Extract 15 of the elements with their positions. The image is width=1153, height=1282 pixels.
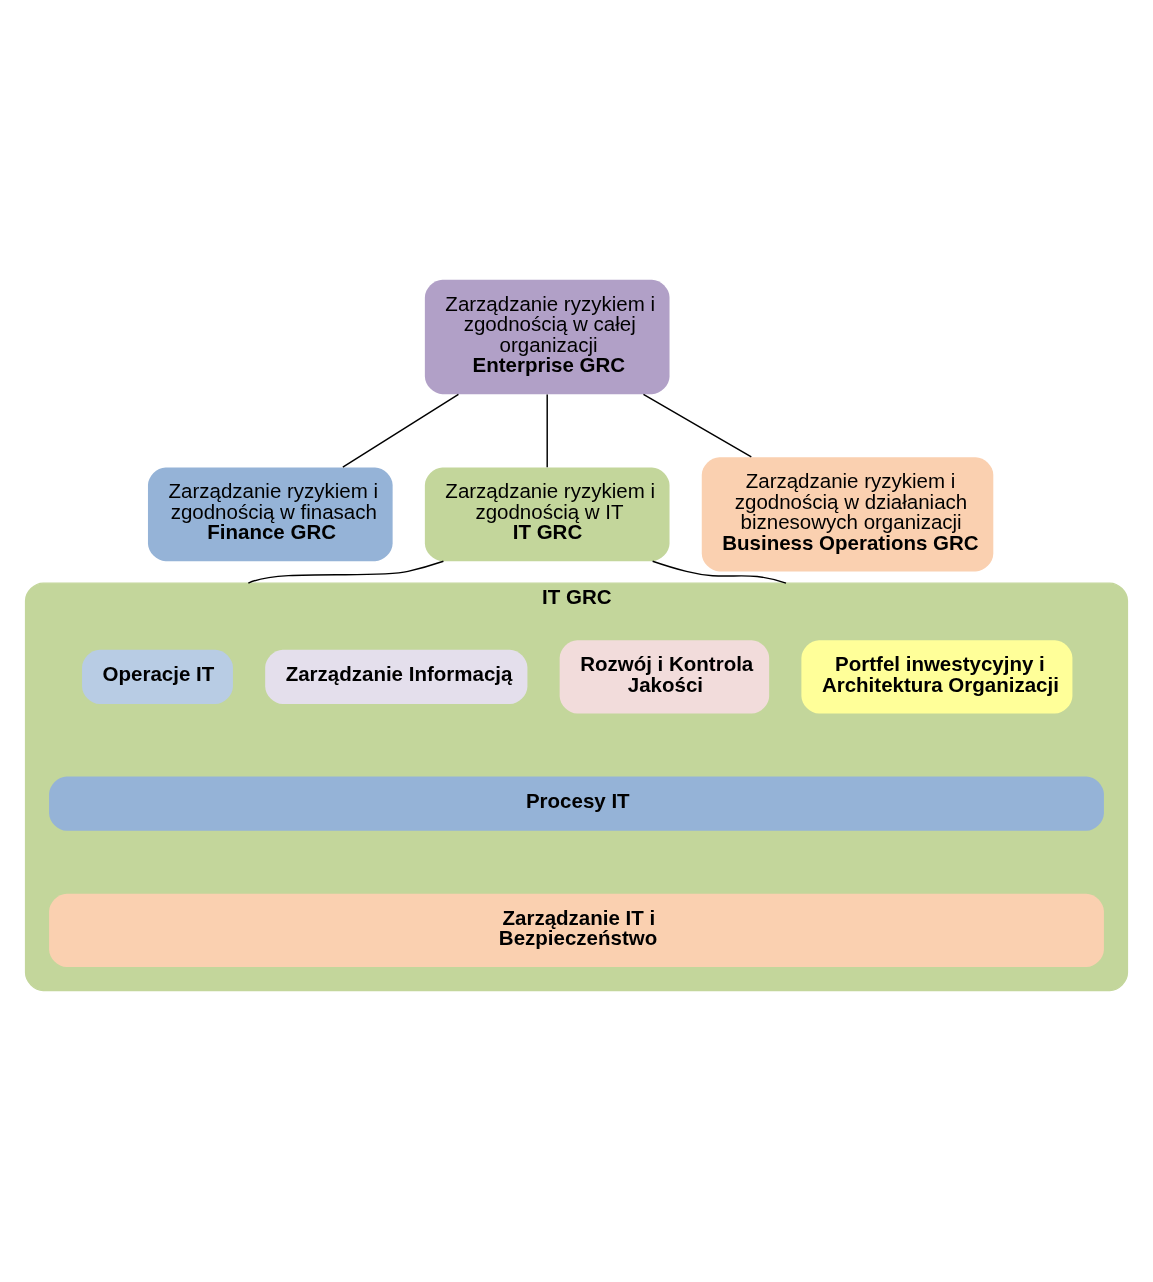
connector: [546, 393, 548, 468]
connector: [642, 393, 753, 458]
node-box: Zarządzanie IT i Bezpieczeństwo: [49, 893, 1104, 967]
node-box: Portfel inwestycyjny i Architektura Organizacji: [801, 640, 1073, 714]
connector: [247, 560, 445, 584]
node-box: Zarządzanie Informacją: [265, 649, 528, 704]
connector: [651, 560, 787, 584]
node-box: Rozwój i Kontrola Jakości: [559, 640, 770, 714]
node-box: Operacje IT: [82, 649, 233, 704]
connector: [342, 393, 460, 468]
node-box: Zarządzanie ryzykiem i zgodnością w IT IT GRC: [424, 467, 670, 562]
node-box: Procesy IT: [49, 776, 1104, 831]
node-box: Zarządzanie ryzykiem i zgodnością w całej organizacji Enterprise GRC: [424, 279, 670, 395]
node-box: Zarządzanie ryzykiem i zgodnością w działaniach biznesowych organizacji Business Operations GRC: [701, 457, 994, 572]
node-box: Zarządzanie ryzykiem i zgodnością w finasach Finance GRC: [147, 467, 393, 562]
